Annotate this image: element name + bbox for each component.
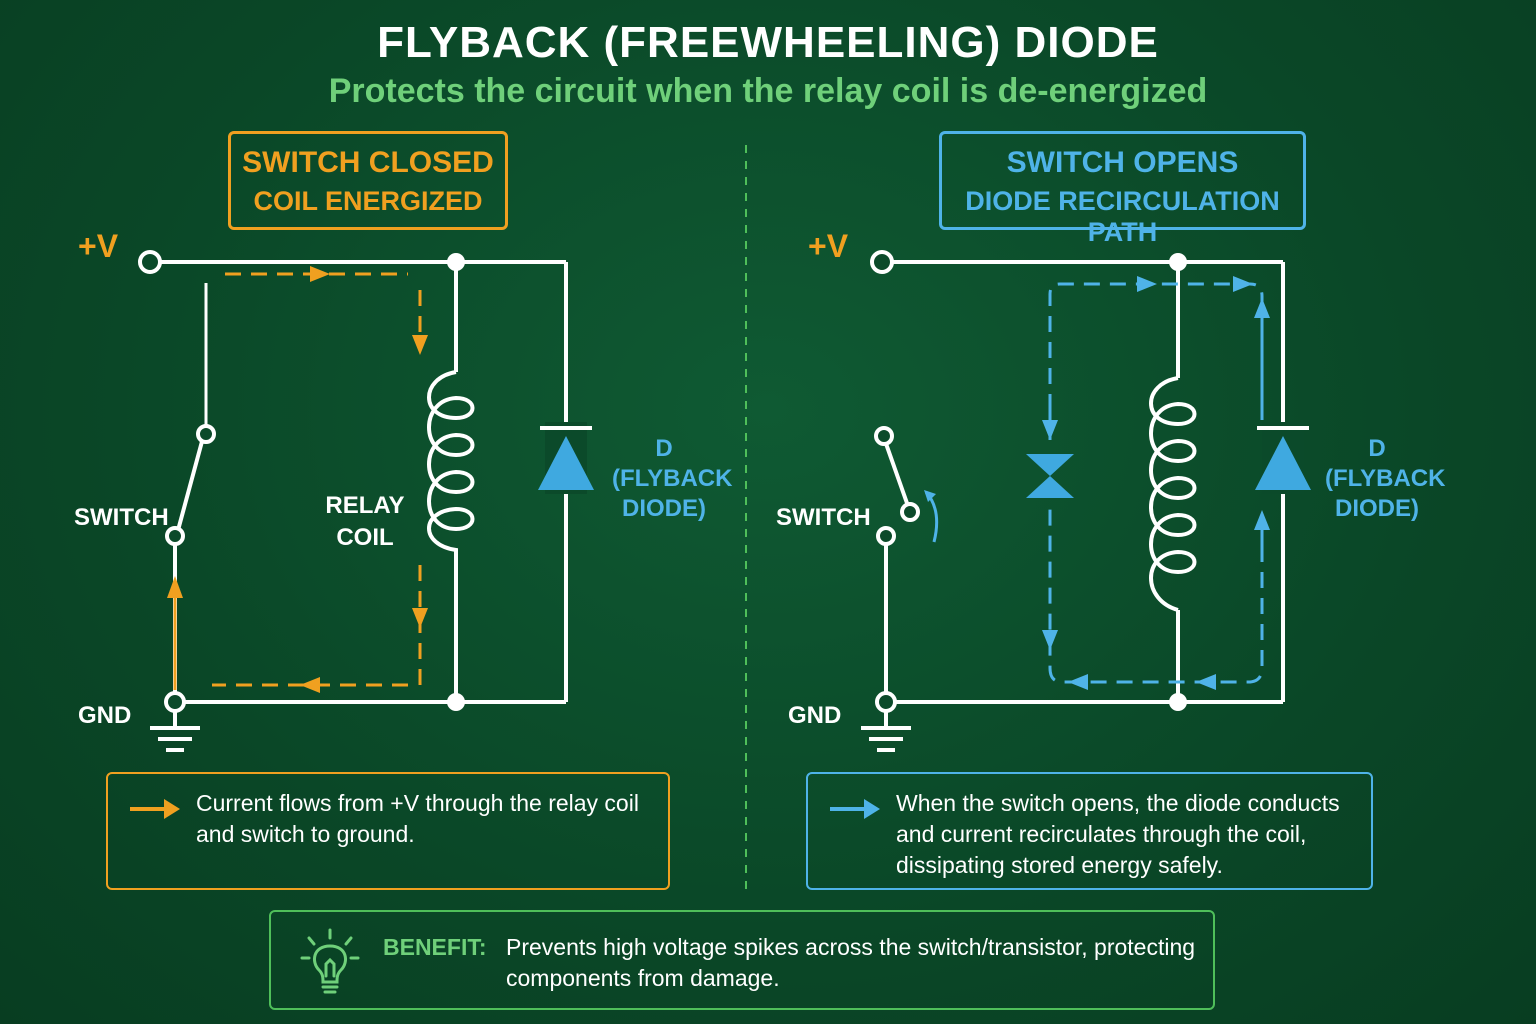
right-bottom-junction [1169,693,1187,711]
left-info-text: Current flows from +V through the relay … [196,790,639,847]
left-relay-coil-icon [427,370,475,590]
left-bottom-junction [447,693,465,711]
orange-arrow-right-icon [130,799,180,819]
right-state-line1: SWITCH OPENS [1006,146,1239,179]
right-info-text: When the switch opens, the diode conduct… [896,790,1340,878]
right-recirculation-arrowheads [1042,276,1270,690]
right-ground-terminal [875,691,897,713]
energy-release-symbol-icon [1026,454,1074,498]
right-diode-label: D (FLYBACK DIODE) [1325,435,1446,522]
left-diode-label: D (FLYBACK DIODE) [612,435,733,522]
right-switch-blade-open [882,437,910,507]
left-ground-terminal [164,691,186,713]
right-supply-terminal [870,250,894,274]
right-top-junction [1169,253,1187,271]
page-title: FLYBACK (FREEWHEELING) DIODE [377,18,1159,67]
left-info-box: Current flows from +V through the relay … [106,772,670,890]
left-top-junction [447,253,465,271]
right-circuit [861,260,1285,752]
right-ground-label: GND [788,702,842,729]
blue-arrow-right-icon [830,799,880,819]
left-switch-contact-bottom [165,526,185,546]
right-state-box: SWITCH OPENS DIODE RECIRCULATION PATH [939,131,1306,247]
benefit-text: Prevents high voltage spikes across the … [506,934,1196,991]
left-current-arrowheads [167,266,428,693]
right-switch-contact-top [874,426,894,446]
lightbulb-icon [300,928,360,994]
left-switch-contact-top [196,424,216,444]
right-relay-coil-icon [1149,376,1197,612]
left-state-box: SWITCH CLOSED COIL ENERGIZED [228,131,508,230]
left-current-path [212,272,422,687]
left-switch-label: SWITCH [74,504,169,531]
right-state-line2: DIODE RECIRCULATION PATH [965,186,1280,247]
right-switch-label: SWITCH [776,504,871,531]
left-supply-terminal [138,250,162,274]
right-diode-icon [1255,422,1311,494]
left-state-line2: COIL ENERGIZED [253,186,483,216]
relay-coil-label: RELAY COIL [325,492,405,551]
page-subtitle: Protects the circuit when the relay coil… [328,72,1208,110]
left-diode-icon [538,422,594,494]
right-info-box: When the switch opens, the diode conduct… [806,772,1373,890]
left-supply-label: +V [78,228,119,264]
benefit-box: BENEFIT: Prevents high voltage spikes ac… [269,910,1215,1010]
right-supply-label: +V [808,228,849,264]
left-switch-blade [175,433,206,535]
right-switch-contact-mid [900,502,920,522]
right-recirculation-path [1048,282,1264,684]
left-ground-label: GND [78,702,132,729]
right-switch-contact-bottom [876,526,896,546]
benefit-label: BENEFIT: [383,934,487,960]
left-state-line1: SWITCH CLOSED [242,146,494,179]
